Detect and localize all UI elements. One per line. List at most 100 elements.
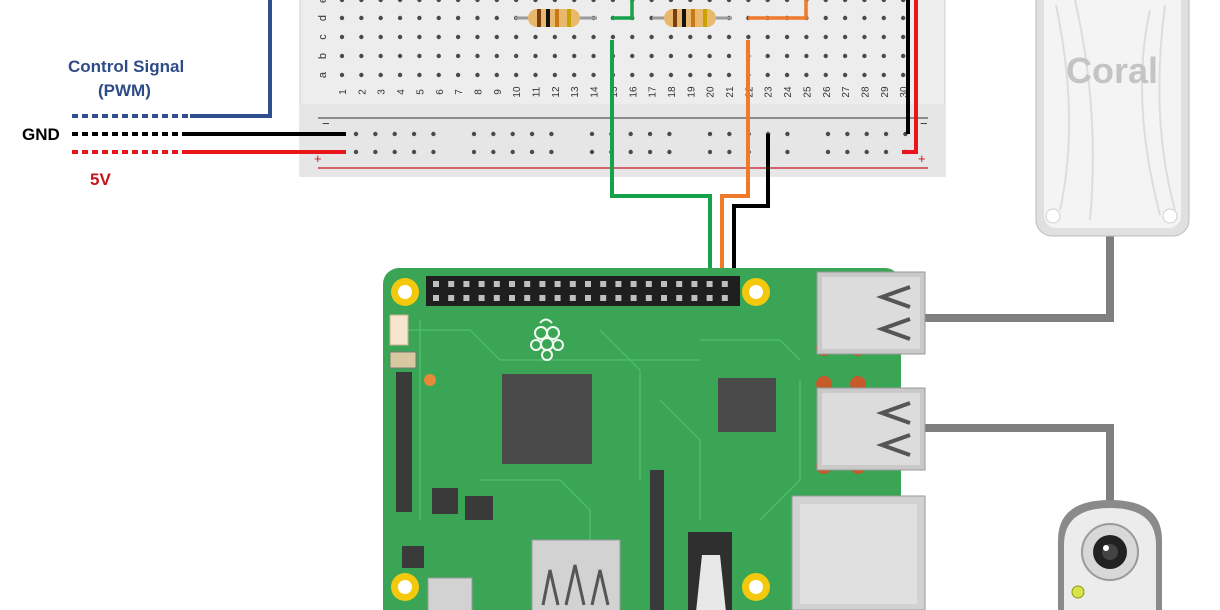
breadboard-hole bbox=[475, 15, 480, 21]
breadboard-hole bbox=[455, 53, 461, 59]
rail-hole bbox=[392, 131, 397, 137]
breadboard-hole bbox=[726, 53, 732, 59]
breadboard-hole bbox=[339, 34, 345, 40]
breadboard-hole bbox=[610, 34, 616, 40]
breadboard-hole bbox=[397, 0, 403, 3]
column-number: 15 bbox=[609, 86, 620, 98]
column-number: 9 bbox=[493, 89, 504, 95]
rail-hole bbox=[647, 149, 653, 155]
gpio-pin bbox=[539, 295, 546, 301]
gpio-pin bbox=[706, 295, 713, 301]
column-number: 1 bbox=[338, 89, 349, 95]
usb-camera bbox=[1058, 500, 1162, 610]
rail-hole bbox=[864, 131, 869, 137]
breadboard-hole bbox=[784, 72, 790, 78]
breadboard-hole bbox=[339, 72, 345, 78]
column-number: 16 bbox=[628, 86, 639, 98]
gpio-header bbox=[426, 276, 740, 306]
gpio-pin bbox=[554, 295, 561, 301]
5v-label: 5V bbox=[90, 170, 111, 189]
column-number: 10 bbox=[512, 86, 523, 98]
plus-rail-symbol-left: + bbox=[314, 151, 322, 166]
breadboard-hole bbox=[417, 53, 422, 59]
rail-hole bbox=[431, 131, 436, 137]
breadboard-hole bbox=[668, 72, 674, 78]
breadboard-hole bbox=[591, 0, 596, 3]
gpio-pin bbox=[524, 295, 531, 301]
breadboard-hole bbox=[397, 72, 403, 78]
column-number: 17 bbox=[648, 86, 659, 98]
rail-hole bbox=[491, 149, 496, 155]
gnd-label: GND bbox=[22, 125, 60, 144]
breadboard-hole bbox=[397, 53, 403, 59]
rail-hole bbox=[549, 149, 554, 155]
breadboard-hole bbox=[436, 53, 441, 59]
breadboard-hole bbox=[900, 0, 906, 3]
coral-usb-cable bbox=[925, 235, 1114, 322]
breadboard-hole bbox=[552, 34, 558, 40]
breadboard-hole bbox=[359, 72, 364, 78]
rail-hole bbox=[825, 149, 831, 155]
column-number: 27 bbox=[841, 86, 852, 98]
breadboard-hole bbox=[688, 0, 693, 3]
breadboard-hole bbox=[649, 34, 654, 40]
breadboard-hole bbox=[552, 72, 558, 78]
orange-jumper-top bbox=[748, 0, 808, 20]
rail-hole bbox=[529, 149, 535, 155]
gpio-pin bbox=[706, 281, 713, 287]
gpio-pin bbox=[433, 295, 439, 301]
rail-hole bbox=[491, 131, 496, 137]
rail-hole bbox=[392, 149, 397, 155]
rail-hole bbox=[353, 131, 359, 137]
breadboard-hole bbox=[862, 15, 867, 21]
breadboard-hole bbox=[823, 0, 828, 3]
breadboard-hole bbox=[417, 72, 422, 78]
breadboard-hole bbox=[339, 15, 345, 21]
coral-logo: Coral bbox=[1066, 50, 1158, 91]
column-number: 3 bbox=[377, 89, 388, 95]
breadboard-hole bbox=[572, 34, 577, 40]
breadboard-hole bbox=[513, 34, 519, 40]
breadboard-hole bbox=[339, 0, 345, 3]
black-gpio-wire bbox=[732, 134, 770, 298]
breadboard-hole bbox=[591, 34, 596, 40]
gpio-pin bbox=[721, 281, 728, 287]
breadboard-hole bbox=[707, 53, 712, 59]
breadboard-holes bbox=[339, 0, 906, 78]
breadboard-hole bbox=[417, 0, 422, 3]
breadboard-hole bbox=[707, 0, 712, 3]
small-chip bbox=[465, 496, 493, 520]
gpio-pin bbox=[676, 281, 683, 287]
breadboard-hole bbox=[591, 53, 596, 59]
led-indicator bbox=[389, 314, 409, 346]
column-number: 6 bbox=[435, 89, 446, 95]
raspberry-logo bbox=[530, 318, 564, 361]
gpio-pin bbox=[509, 295, 515, 301]
resistor bbox=[515, 9, 597, 27]
ethernet-port bbox=[791, 495, 926, 610]
breadboard-hole bbox=[455, 0, 461, 3]
rail-hole bbox=[589, 131, 595, 137]
breadboard-hole bbox=[378, 34, 383, 40]
breadboard-hole bbox=[668, 0, 674, 3]
rail-hole bbox=[727, 131, 732, 137]
column-number: 7 bbox=[454, 89, 465, 95]
orange-gpio-wire bbox=[720, 40, 750, 290]
breadboard-hole bbox=[475, 53, 480, 59]
row-letter: b bbox=[317, 53, 329, 59]
breadboard-hole bbox=[668, 34, 674, 40]
rail-hole bbox=[373, 131, 378, 137]
breadboard-hole bbox=[649, 0, 654, 3]
breadboard-hole bbox=[688, 72, 693, 78]
breadboard-hole bbox=[359, 0, 364, 3]
breadboard-hole bbox=[417, 34, 422, 40]
breadboard-hole bbox=[339, 53, 345, 59]
breadboard-hole bbox=[455, 15, 461, 21]
rail-hole bbox=[628, 149, 633, 155]
breadboard-hole bbox=[707, 72, 712, 78]
breadboard-hole bbox=[436, 72, 441, 78]
hdmi-port bbox=[531, 539, 621, 610]
breadboard-hole bbox=[649, 53, 654, 59]
breadboard-hole bbox=[494, 0, 499, 3]
